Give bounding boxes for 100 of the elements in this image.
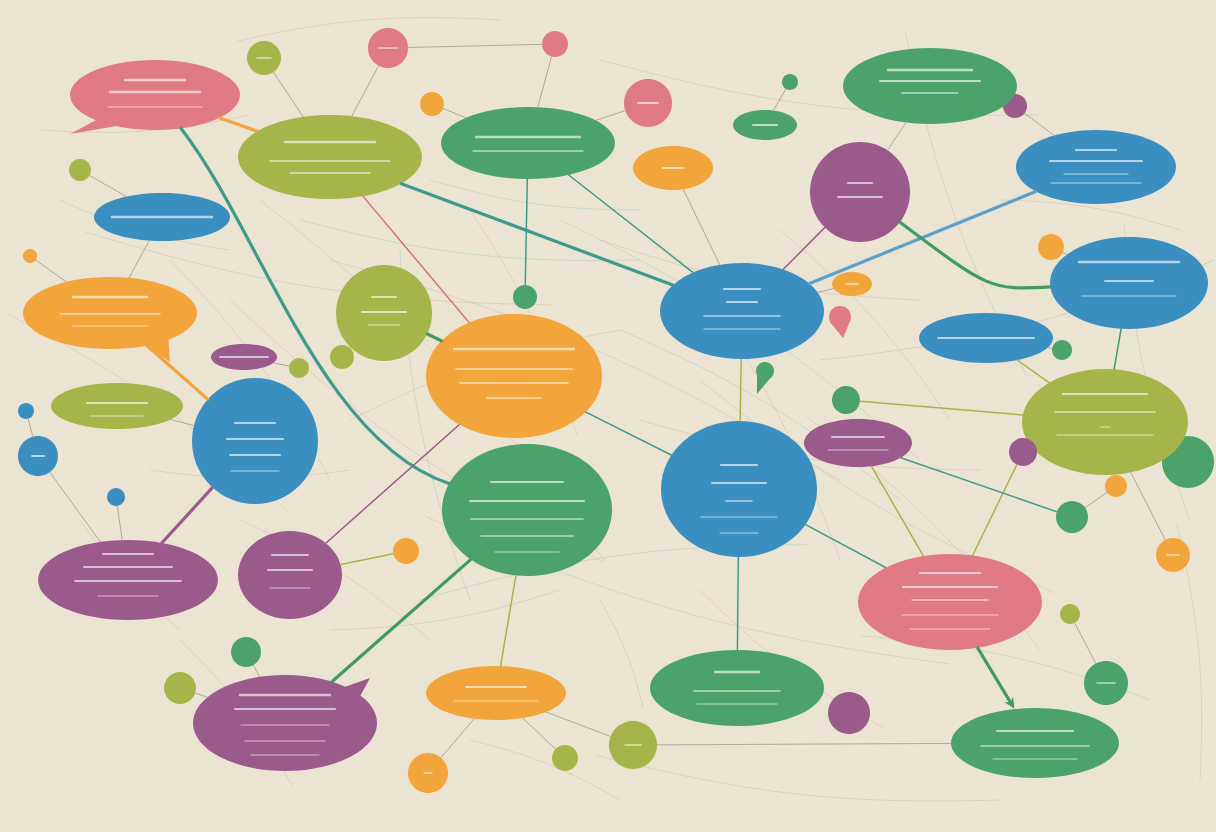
ellipse [843,48,1017,124]
connector-line [545,711,611,737]
connector-line [442,108,467,119]
dot [1105,475,1127,497]
ellipse [650,650,824,726]
connector-line [1016,359,1050,384]
connector-line [537,56,552,108]
ellipse [919,313,1053,363]
dot [1038,234,1064,260]
connector-line [27,418,34,437]
connector-line [817,288,834,293]
connector-line [362,195,470,324]
dot [513,285,537,309]
connector-line [351,65,379,117]
connector-line [194,692,208,698]
ellipse [441,107,615,179]
dot [289,358,309,378]
connector-line [330,558,473,684]
connector-line [972,464,1018,557]
connector-line [887,122,907,151]
circle [828,692,870,734]
ellipse [1016,130,1176,204]
dot [23,249,37,263]
dot [1052,340,1072,360]
connector-line [440,718,475,759]
dot [782,74,798,90]
connector-line [804,523,887,569]
ellipse [951,708,1119,778]
connector-line [218,116,259,133]
connector-line [128,240,150,279]
connector-line [1074,622,1097,664]
connector-line [325,423,460,544]
circle [247,41,281,75]
connector-line [49,471,101,543]
circle [810,142,910,242]
connector-line [739,358,742,422]
connector-line [116,505,123,541]
ellipse [426,314,602,438]
ellipse [804,419,912,467]
speech-bubble [193,675,377,771]
ellipse [238,115,422,199]
connector-line [1062,252,1068,255]
dot [1009,438,1037,466]
connector-line [350,347,352,349]
connector-line [568,174,694,274]
ellipse [238,531,342,619]
ellipse [211,344,277,370]
circle [1156,538,1190,572]
dot [393,538,419,564]
circle [336,265,432,361]
connector-line [585,411,672,456]
pin-marker [829,306,851,338]
dot [18,403,34,419]
dot [231,637,261,667]
connector-line [1047,347,1053,349]
ellipse [832,272,872,296]
circle [18,436,58,476]
pin-marker [756,362,774,394]
ellipse [733,110,797,140]
dot [330,345,354,369]
speech-bubble [23,277,197,362]
connector-line [145,344,210,401]
connector-line [682,189,721,266]
connector-line [273,362,290,367]
dot [69,159,91,181]
connector-line [89,175,127,197]
connector-line [499,574,517,667]
connector-line [1113,328,1122,370]
connector-line [807,189,1038,286]
connector-line [339,552,394,566]
circle [1084,661,1128,705]
ellipse [661,421,817,557]
connector-line [407,43,543,48]
circle [609,721,657,769]
connector-line [160,486,214,545]
dot [542,31,568,57]
ellipse [38,540,218,620]
ellipse [1050,237,1208,329]
connector-line [1024,112,1055,136]
ellipse [1022,369,1188,475]
connector-line [595,110,626,121]
connector-line [524,178,529,286]
connector-line [870,465,925,557]
connector-line [273,71,304,118]
connector-line [399,182,675,287]
ellipse [426,666,566,720]
ellipse [442,444,612,576]
ellipse [660,263,824,359]
dot [164,672,196,704]
ellipse [94,193,230,241]
connector-line [1084,492,1108,509]
circle [624,79,672,127]
ellipse [633,146,713,190]
circle [368,28,408,68]
connector-line [522,717,556,750]
connector-line [179,126,451,486]
connector-line [1130,472,1166,541]
connector-line [170,419,195,426]
dot [1056,501,1088,533]
dot [107,488,125,506]
